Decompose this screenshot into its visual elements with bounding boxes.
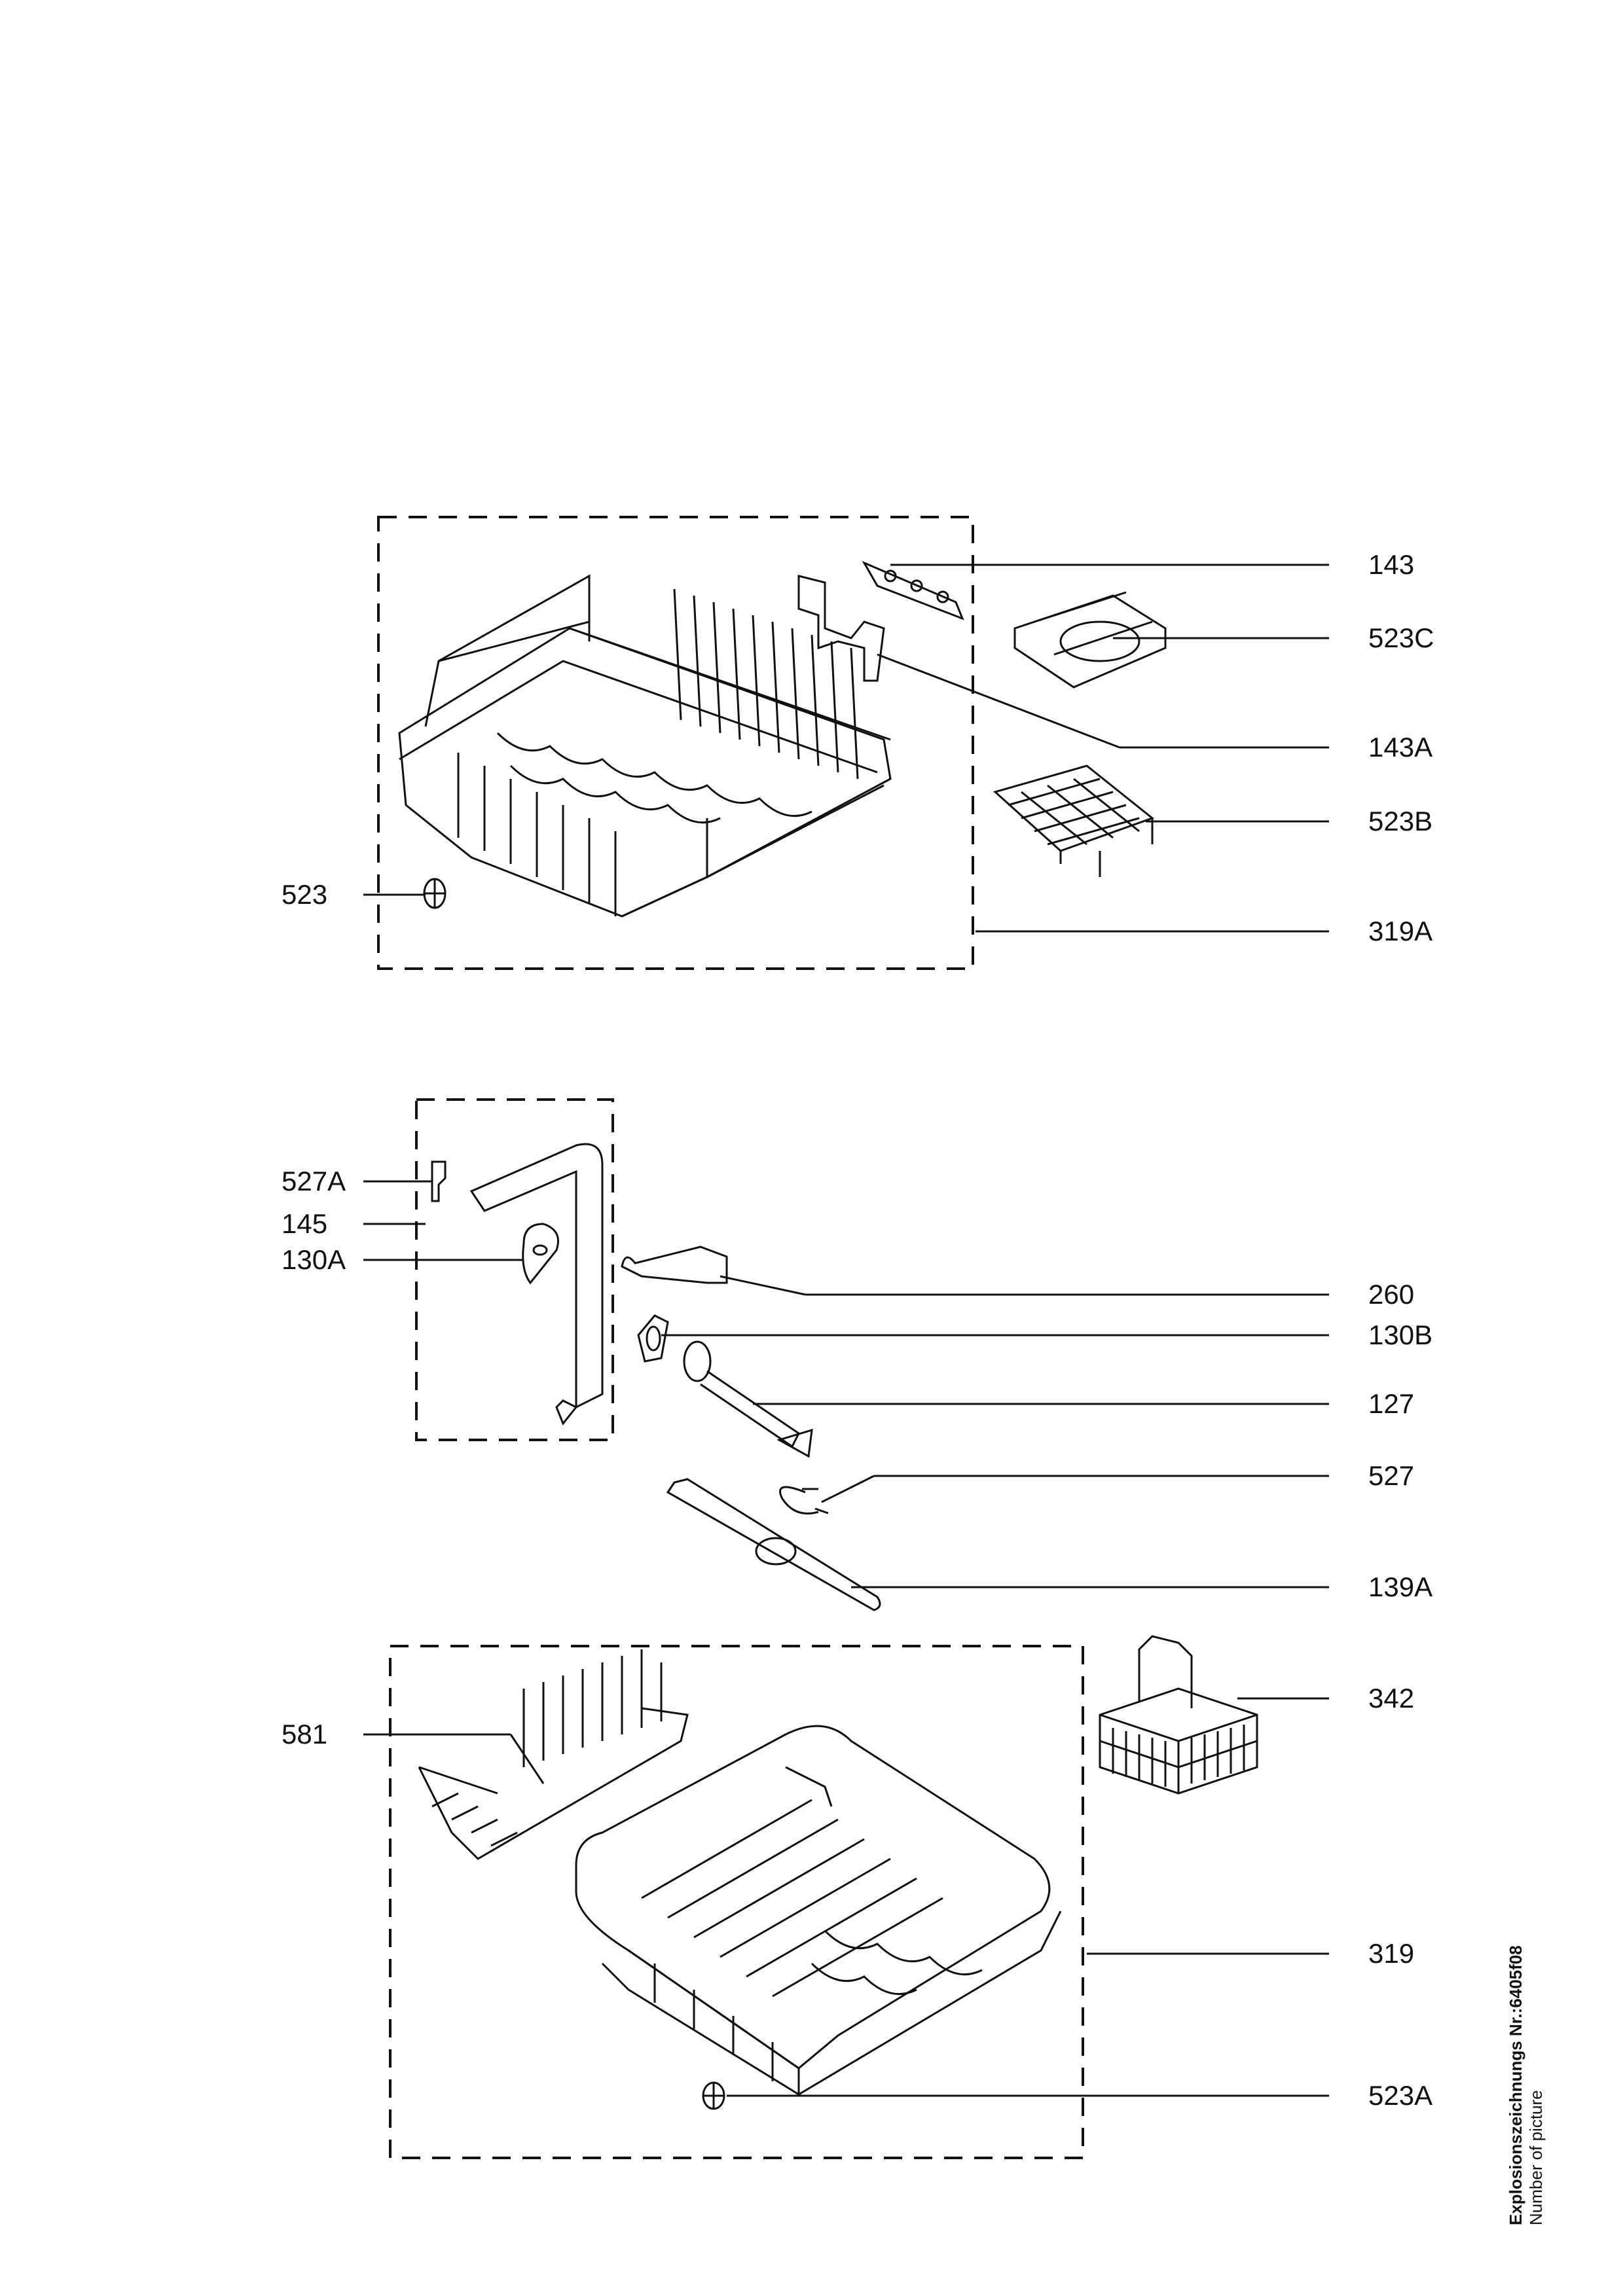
label-523: 523 (282, 879, 328, 910)
label-581: 581 (282, 1719, 328, 1749)
label-523A: 523A (1368, 2080, 1433, 2111)
label-260: 260 (1368, 1279, 1415, 1310)
part-127-tube (683, 1340, 813, 1458)
part-523A-wheel (702, 2081, 725, 2110)
part-145-pipe (469, 1143, 604, 1426)
part-523B-holder (993, 764, 1155, 877)
part-130B-seal (637, 1314, 669, 1363)
upper-basket-group-box (377, 516, 974, 970)
part-342-cutlery-basket (1099, 1635, 1258, 1795)
part-523C-holder (1013, 591, 1167, 689)
label-143A: 143A (1368, 732, 1433, 762)
upper-spray-arm-group-box (415, 1098, 614, 1441)
part-139A-spray-arm (666, 1478, 881, 1611)
part-523-wheel (423, 878, 447, 909)
label-319A: 319A (1368, 916, 1433, 946)
lower-basket-group-box (389, 1645, 1084, 2159)
label-523B: 523B (1368, 806, 1433, 836)
part-130A-seal (522, 1223, 559, 1285)
label-143: 143 (1368, 549, 1415, 580)
part-527A-clip (431, 1160, 447, 1202)
part-143-bracket (862, 560, 964, 620)
leader-lines (363, 564, 1329, 2097)
drawing-number: Explosionszeichnungs Nr.:6405f08 (1506, 1945, 1525, 2225)
label-127: 127 (1368, 1388, 1415, 1419)
label-523C: 523C (1368, 622, 1434, 653)
upper-basket-part-319A (398, 574, 892, 918)
part-143A-clip (797, 575, 885, 682)
part-581-plate-rack (418, 1649, 689, 1860)
drawing-subtitle: Number of picture (1526, 2090, 1546, 2225)
label-319: 319 (1368, 1938, 1415, 1969)
label-527A: 527A (282, 1166, 346, 1196)
part-260-holder (621, 1246, 728, 1284)
label-130A: 130A (282, 1244, 346, 1275)
label-342: 342 (1368, 1683, 1415, 1713)
part-527-ring (779, 1486, 829, 1515)
drawing-number-block: Explosionszeichnungs Nr.:6405f08 Number … (1506, 1945, 1546, 2225)
part-319-lower-basket (575, 1725, 1062, 2096)
label-145: 145 (282, 1208, 328, 1239)
label-527: 527 (1368, 1460, 1415, 1491)
label-139A: 139A (1368, 1571, 1433, 1602)
label-130B: 130B (1368, 1319, 1433, 1350)
